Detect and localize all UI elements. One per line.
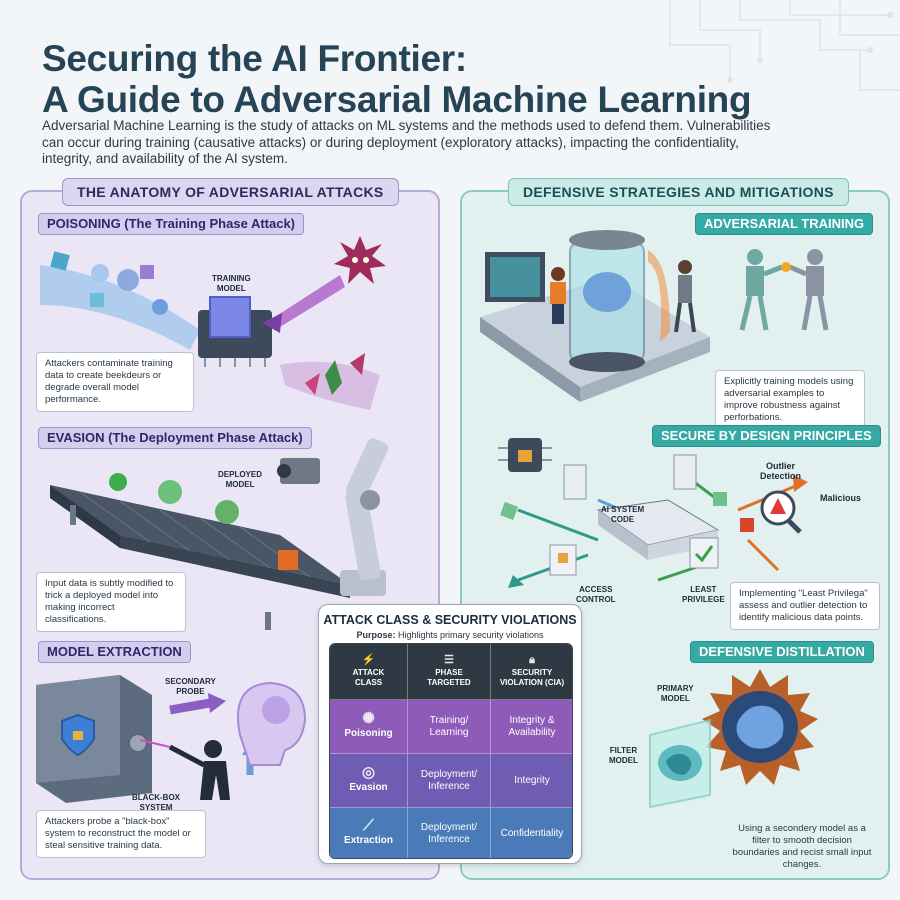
row-evasion-attack-text: Evasion [349,782,388,793]
header-phase-line1: PHASE [435,668,463,678]
table-row-extraction-attack: ⟋ Extraction [330,808,408,858]
row-evasion-phase-line2: Inference [428,780,470,792]
access-tag-line1: ACCESS [579,585,613,594]
title-line-1: Securing the AI Frontier: [42,38,467,79]
attack-class-table-card: ATTACK CLASS & SECURITY VIOLATIONS Purpo… [318,604,582,864]
least-tag-line2: PRIVILEGE [682,595,725,604]
filter-model-tag-line1: FILTER [609,746,638,755]
header-attack-class: ⚡ ATTACK CLASS [330,644,408,700]
outlier-tag-line1: Outlier [766,461,796,471]
poisoning-caption: Attackers contaminate training data to c… [36,352,194,412]
row-evasion-violation-line1: Integrity [514,774,550,786]
table-row-poisoning-phase: Training/ Learning [408,700,491,754]
access-control-tag: ACCESS CONTROL [576,585,616,605]
row-poisoning-violation-line1: Integrity & [509,714,555,726]
extraction-caption: Attackers probe a "black-box" system to … [36,810,206,858]
table-purpose-prefix: Purpose: [356,630,396,640]
attack-class-table: ⚡ ATTACK CLASS ☰ PHASE TARGETED 🔒︎ SECUR… [329,643,573,859]
filter-model-tag: FILTER MODEL [609,746,638,766]
secure-design-label: SECURE BY DESIGN PRINCIPLES [652,425,881,447]
poisoning-illustration [40,236,386,410]
deployed-model-tag-line1: DEPLOYED [218,470,263,479]
training-model-tag-line1: TRAINING [212,274,251,283]
row-extraction-phase-line2: Inference [428,833,470,845]
table-row-poisoning-violation: Integrity & Availability [491,700,572,754]
table-row-extraction-phase: Deployment/ Inference [408,808,491,858]
list-icon: ☰ [444,653,454,666]
least-privilege-tag: LEAST PRIVILEGE [682,585,725,605]
page-title: Securing the AI Frontier: A Guide to Adv… [42,38,752,120]
header-attack-class-line1: ATTACK [352,668,385,678]
primary-model-tag-line1: PRIMARY [657,684,694,693]
intro-text: Adversarial Machine Learning is the stud… [42,118,771,166]
secure-design-caption: Implementing "Least Privilega" assess an… [730,582,880,630]
ai-system-core-tag-line2: CODE [611,515,635,524]
row-extraction-violation-line1: Confidentiality [500,827,564,839]
header-phase-targeted: ☰ PHASE TARGETED [408,644,491,700]
header-attack-class-line2: CLASS [354,677,383,687]
row-poisoning-violation-line2: Availability [508,726,556,738]
header-security-violation: 🔒︎ SECURITY VIOLATION (CIA) [491,644,572,700]
row-poisoning-attack-text: Poisoning [344,728,393,739]
distillation-caption: Using a secondery model as a filter to s… [732,823,872,870]
virus-icon: ✺ [362,710,375,727]
filter-model-tag-line2: MODEL [609,756,638,765]
adversarial-training-label: ADVERSARIAL TRAINING [695,213,874,235]
distillation-illustration [649,669,818,809]
row-extraction-attack-text: Extraction [344,835,393,846]
secure-design-illustration [498,438,808,588]
table-row-poisoning-attack: ✺ Poisoning [330,700,408,754]
lock-icon: 🔒︎ [529,653,535,666]
outlier-detection-tag: Outlier Detection [760,461,801,481]
outlier-tag-line2: Detection [760,471,802,481]
header-violation-line2: VIOLATION (CIA) [499,677,565,687]
training-model-tag-line2: MODEL [216,284,246,293]
black-box-tag-line1: BLACK-BOX [132,793,180,802]
evasion-illustration [50,438,389,630]
distillation-label: DEFENSIVE DISTILLATION [690,641,874,663]
attacks-panel-title: THE ANATOMY OF ADVERSARIAL ATTACKS [62,178,399,206]
access-tag-line2: CONTROL [576,595,616,604]
poisoning-label: POISONING (The Training Phase Attack) [38,213,305,235]
row-evasion-phase-line1: Deployment/ [420,768,478,780]
secondary-probe-tag: SECONDARY PROBE [165,677,216,697]
header-phase-line2: TARGETED [427,677,471,687]
black-box-tag-line2: SYSTEM [139,803,173,812]
probe-icon: ⟋ [363,817,374,834]
row-poisoning-phase-line1: Training/ [429,714,469,726]
primary-model-tag-line2: MODEL [660,694,690,703]
ai-system-core-tag-line1: AI SYSTEM [601,505,645,514]
malicious-tag: Malicious [820,493,862,503]
extraction-illustration [36,675,307,803]
deployed-model-tag: DEPLOYED MODEL [218,470,262,490]
table-row-evasion-phase: Deployment/ Inference [408,754,491,808]
ai-system-core-tag: AI SYSTEM CODE [601,505,644,525]
table-row-evasion-attack: ◎ Evasion [330,754,408,808]
training-model-tag: TRAINING MODEL [212,274,251,294]
table-row-extraction-violation: Confidentiality [491,808,572,858]
table-purpose: Purpose: Highlights primary security vio… [319,630,581,640]
circuit-decoration [669,0,900,91]
header-violation-line1: SECURITY [511,668,553,678]
least-tag-line1: LEAST [690,585,717,594]
defenses-panel-title: DEFENSIVE STRATEGIES AND MITIGATIONS [508,178,849,206]
title-line-2: A Guide to Adversarial Machine Learning [42,79,752,120]
table-title: ATTACK CLASS & SECURITY VIOLATIONS [323,613,577,627]
row-poisoning-phase-line2: Learning [429,726,469,738]
deployed-model-tag-line2: MODEL [225,480,255,489]
evasion-label: EVASION (The Deployment Phase Attack) [38,427,312,449]
black-box-system-tag: BLACK-BOX SYSTEM [132,793,180,813]
table-row-evasion-violation: Integrity [491,754,572,808]
table-purpose-text: Highlights primary security violations [395,630,544,640]
evasion-caption: Input data is subtly modified to trick a… [36,572,186,632]
secondary-probe-tag-line2: PROBE [176,687,205,696]
extraction-label: MODEL EXTRACTION [38,641,191,663]
adversarial-training-caption: Explicitly training models using adversa… [715,370,865,430]
shield-bolt-icon: ⚡ [361,653,376,666]
primary-model-tag: PRIMARY MODEL [657,684,694,704]
brain-icon: ◎ [361,764,376,781]
adversarial-training-illustration [480,230,829,402]
secondary-probe-tag-line1: SECONDARY [165,677,216,686]
row-extraction-phase-line1: Deployment/ [420,821,478,833]
